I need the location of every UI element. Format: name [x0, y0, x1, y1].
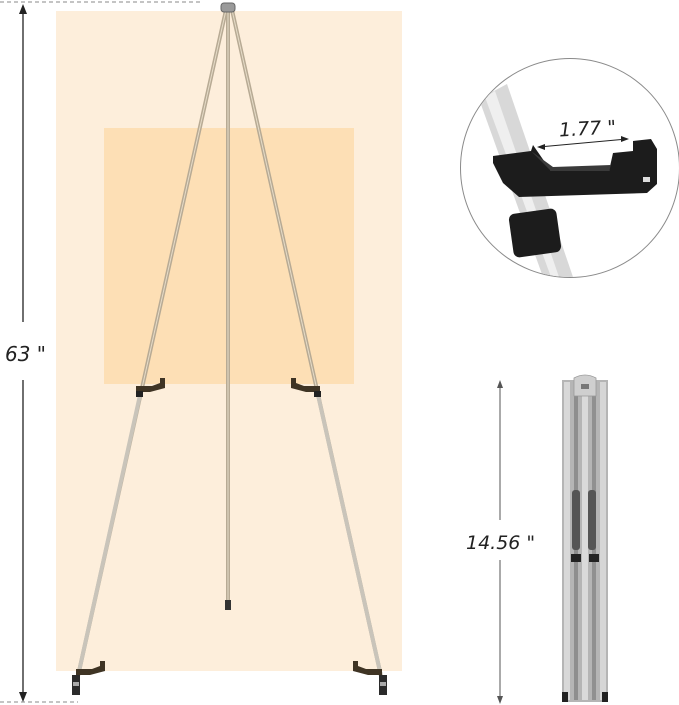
- folded-length-label: 14.56 ": [466, 530, 536, 556]
- main-easel-view: 63 ": [0, 1, 402, 703]
- folded-easel-view: 14.56 ": [460, 370, 679, 705]
- easel-drawing: [0, 1, 387, 703]
- bracket-detail-drawing: [479, 84, 657, 277]
- bracket-detail-view: 1.77 ": [460, 58, 679, 278]
- bracket-width-label: 1.77 ": [558, 116, 617, 142]
- height-dimension-label: 63 ": [5, 340, 47, 368]
- folded-easel-drawing: [497, 374, 608, 704]
